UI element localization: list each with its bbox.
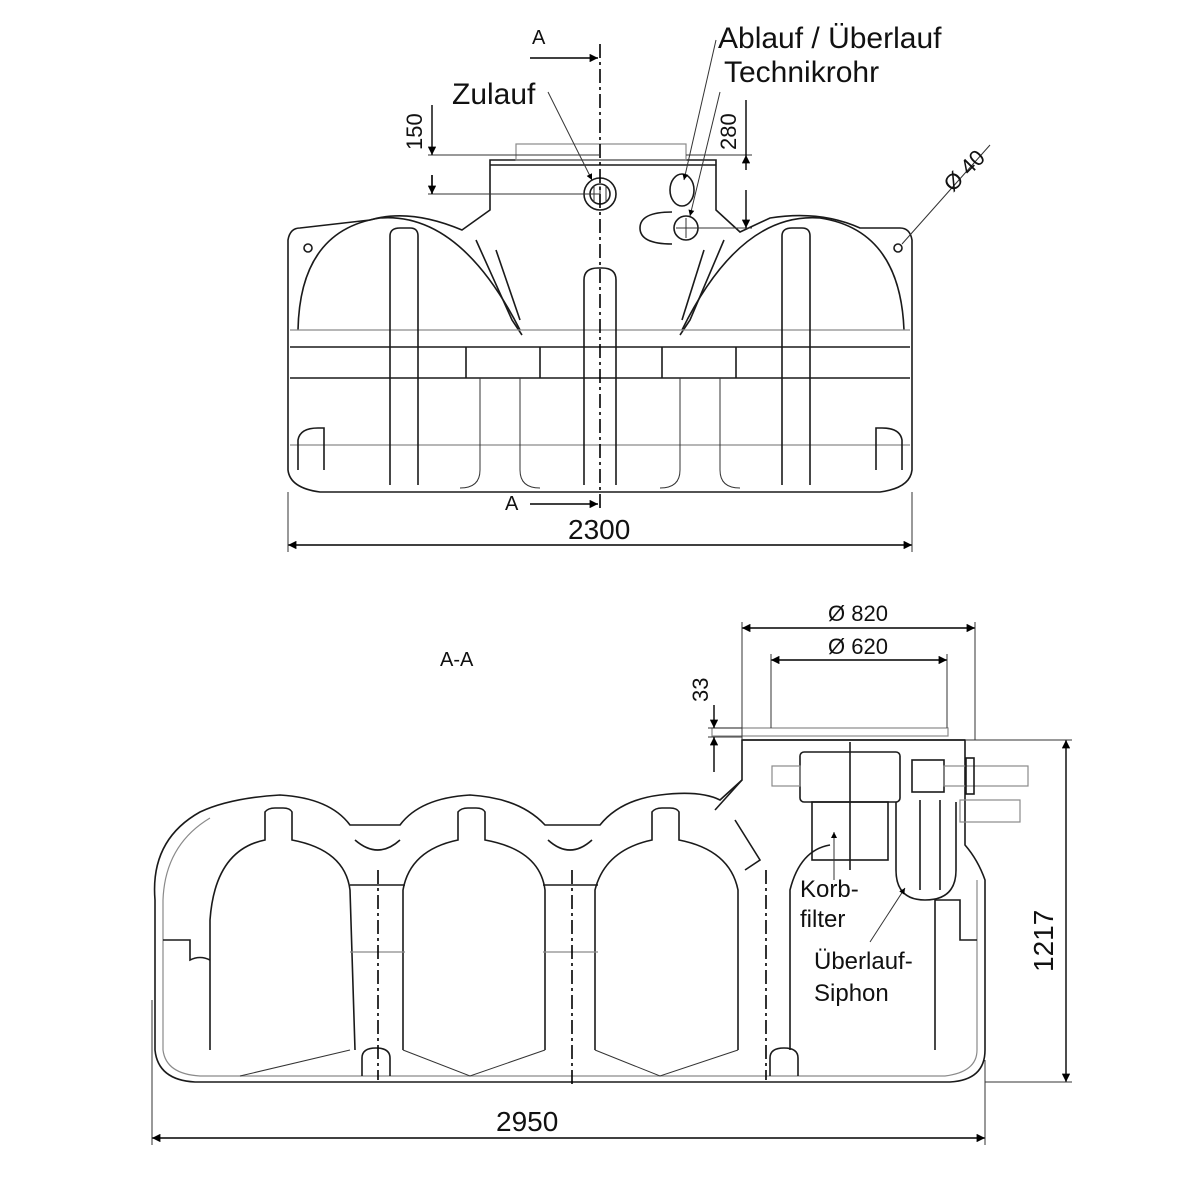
tech-pipe-label: Technikrohr [724,56,880,89]
width-dimension: 2300 [568,514,631,545]
section-title: A-A [440,649,474,671]
cover-offset-dimension: 33 [688,677,713,702]
outlet-label: Ablauf / Überlauf [718,22,942,55]
dome-outer-diameter: Ø 820 [828,601,888,626]
inlet-label: Zulauf [452,78,536,111]
height-dimension: 1217 [1028,909,1059,972]
length-dimension: 2950 [496,1106,559,1137]
inlet-offset-dimension: 150 [402,113,427,150]
section-marker-top: A [532,27,546,49]
overflow-siphon-label-1: Überlauf- [814,948,913,975]
dome-inner-diameter: Ø 620 [828,634,888,659]
basket-filter-label-1: Korb- [800,876,859,903]
overflow-siphon-label-2: Siphon [814,980,889,1007]
outlet-offset-dimension: 280 [716,113,741,150]
section-view-tank [153,727,1029,1085]
basket-filter-label-2: filter [800,906,846,933]
section-marker-bottom: A [505,493,519,515]
